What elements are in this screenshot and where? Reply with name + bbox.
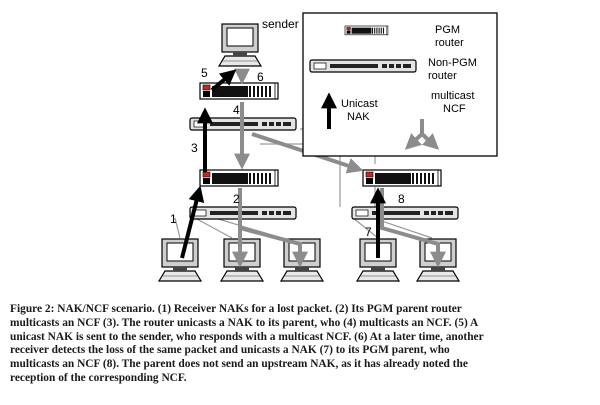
step-label-5: 5: [201, 66, 208, 80]
legend-nak-line1: Unicast: [341, 98, 378, 110]
step-label-4: 4: [233, 103, 240, 117]
legend-ncf-arrow: [404, 119, 440, 150]
sender-computer: [218, 23, 262, 67]
legend-ncf-line2: NCF: [443, 103, 466, 115]
step-label-7: 7: [365, 225, 372, 239]
ncf-arrow-2-right: [239, 226, 308, 268]
legend-box: [302, 12, 498, 157]
receiver-computer-1: [158, 238, 202, 282]
legend-pgm-line1: PGM: [435, 24, 460, 36]
caption-line-6: reception of the corresponding NCF.: [10, 371, 187, 384]
caption-line-5: multicasts an NCF (8). The parent does n…: [10, 358, 468, 371]
legend-ncf-line1: multicast: [431, 90, 474, 102]
non-pgm-router-left: [189, 206, 297, 220]
diagram: 1 2 3 4 5 6 7 8 sender PGM router Non-PG…: [158, 12, 498, 282]
pgm-router-right: [362, 169, 442, 187]
legend-pgm-line2: router: [435, 37, 464, 49]
non-pgm-router-right: [351, 206, 459, 220]
legend: PGM router Non-PGM router Unicast NAK mu…: [302, 12, 498, 157]
step-label-8: 8: [398, 192, 405, 206]
legend-non-pgm-router-icon: [309, 59, 417, 73]
sender-label: sender: [262, 17, 299, 31]
nak-arrow-1: [180, 185, 205, 259]
nak-arrow-5: [210, 69, 237, 92]
caption-line-2: multicasts an NCF (3). The router unicas…: [10, 316, 479, 329]
step-label-3: 3: [191, 141, 198, 155]
figure-caption: Figure 2: NAK/NCF scenario. (1) Receiver…: [10, 303, 592, 386]
legend-nak-line2: NAK: [347, 111, 370, 123]
step-label-2: 2: [233, 192, 240, 206]
legend-pgm-router-icon: [344, 25, 389, 36]
legend-non-pgm-line1: Non-PGM: [428, 57, 477, 69]
pgm-router-top: [199, 82, 279, 100]
caption-line-3: unicast NAK is sent to the sender, who r…: [10, 330, 484, 343]
caption-line-4: receiver detects the loss of the same pa…: [10, 344, 450, 357]
caption-line-1: Figure 2: NAK/NCF scenario. (1) Receiver…: [10, 303, 462, 315]
ncf-arrow-8: [380, 188, 446, 268]
legend-non-pgm-line2: router: [428, 70, 457, 82]
step-label-1: 1: [170, 212, 177, 226]
step-label-6: 6: [257, 70, 264, 84]
ncf-arrows: [232, 68, 446, 268]
pgm-router-left: [199, 169, 279, 187]
nak-arrows: [180, 69, 386, 259]
